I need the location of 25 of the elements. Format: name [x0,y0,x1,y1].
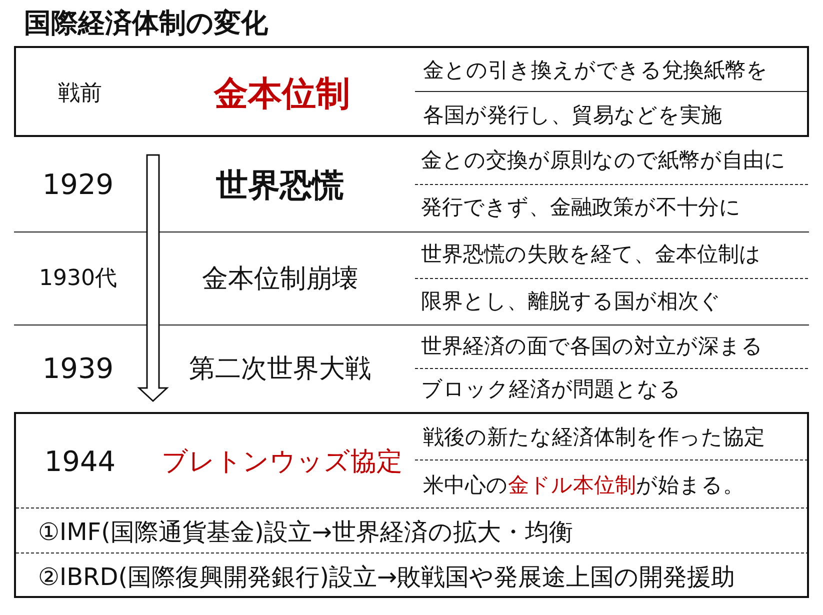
year-label: 1930代 [39,268,117,290]
era-title: ブレトンウッズ協定 [162,449,402,475]
title: 国際経済体制の変化 [24,10,268,37]
description-line: ブロック経済が問題となる [421,379,681,400]
year-label: 1939 [42,354,114,382]
year-label: 1944 [44,448,116,476]
year-label: 1929 [42,170,114,198]
note-line: ②IBRD(国際復興開発銀行)設立→敗戦国や発展途上国の開発援助 [38,564,736,588]
period-box [14,46,809,137]
description-line: 各国が発行し、貿易などを実施 [423,105,722,126]
era-title: 金本位制崩壊 [202,266,358,292]
era-title: 世界恐慌 [216,168,344,200]
description-line: 世界恐慌の失敗を経て、金本位制は [421,244,761,266]
era-title: 金本位制 [214,76,350,110]
era-title: 第二次世界大戦 [189,356,371,382]
agreement-box [14,412,809,598]
description-line: 戦後の新たな経済体制を作った協定 [423,427,765,448]
description-line: 限界とし、離脱する国が相次ぐ [421,290,721,312]
description-line: 金との交換が原則なので紙幣が自由に [421,150,786,171]
description-line: 発行できず、金融政策が不十分に [421,197,741,218]
description-line: 米中心の金ドル本位制が始まる。 [423,475,744,496]
note-line: ①IMF(国際通貨基金)設立→世界経済の拡大・均衡 [38,520,573,544]
year-label: 戦前 [58,82,102,104]
description-line: 世界経済の面で各国の対立が深まる [421,336,763,357]
description-line: 金との引き換えができる兌換紙幣を [423,60,768,81]
